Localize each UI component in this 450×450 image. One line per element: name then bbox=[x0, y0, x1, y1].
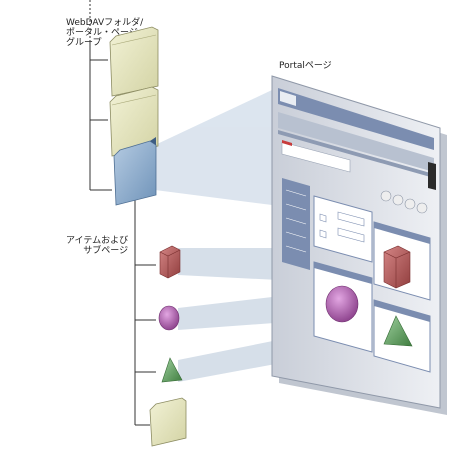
page-form-region bbox=[313, 195, 373, 263]
box-icon bbox=[383, 245, 411, 289]
folder-icon bbox=[109, 26, 159, 97]
circle-icon bbox=[158, 305, 180, 331]
page-tabs bbox=[278, 112, 434, 172]
items-label-line-1: アイテムおよび bbox=[66, 236, 129, 246]
triangle-icon bbox=[161, 357, 183, 383]
circle-icon bbox=[325, 285, 359, 323]
portal-page-label: Portalページ bbox=[279, 61, 332, 71]
box-icon bbox=[159, 245, 181, 279]
triangle-icon bbox=[383, 315, 413, 347]
portal-page bbox=[271, 75, 447, 415]
root-group-label: WebDAVフォルダ/ ポータル・ページ・ グループ bbox=[66, 18, 147, 48]
root-label-line-3: グループ bbox=[66, 38, 102, 48]
selected-folder-icon bbox=[113, 137, 157, 206]
folder-icon bbox=[149, 397, 187, 447]
beam-folder-to-page bbox=[155, 90, 272, 205]
page-banner bbox=[278, 88, 434, 150]
items-label-line-2: サブページ bbox=[83, 246, 129, 256]
root-label-line-1: WebDAVフォルダ/ bbox=[66, 18, 144, 28]
items-subpages-label: アイテムおよび サブページ bbox=[66, 236, 128, 256]
root-label-line-2: ポータル・ページ・ bbox=[66, 28, 147, 38]
tree-lines bbox=[89, 0, 156, 426]
folder-icon bbox=[109, 86, 159, 157]
